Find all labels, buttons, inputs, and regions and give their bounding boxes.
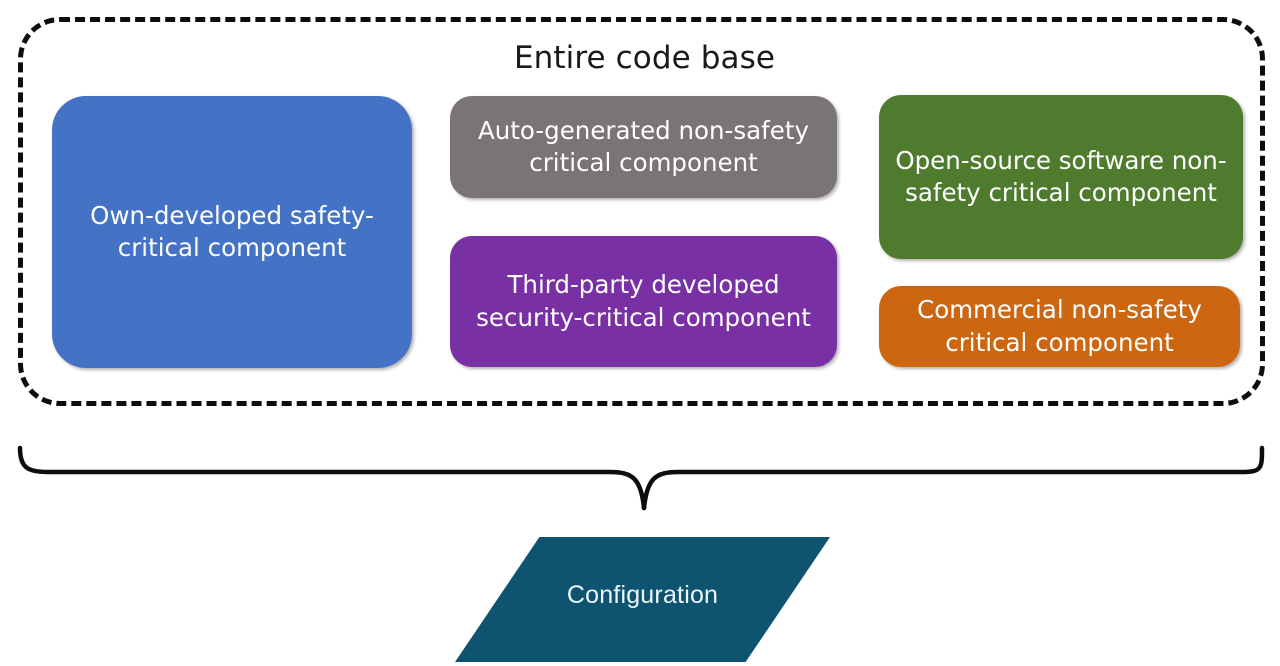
component-auto-generated-non-safety-critical[interactable]: Auto-generated non-safety critical compo… <box>450 96 837 198</box>
component-label: Open-source software non-safety critical… <box>895 145 1227 207</box>
configuration-label: Configuration <box>566 580 719 609</box>
component-label: Own-developed safety-critical component <box>90 200 374 262</box>
component-third-party-security-critical[interactable]: Third-party developed security-critical … <box>450 236 837 367</box>
component-own-developed-safety-critical[interactable]: Own-developed safety-critical component <box>52 96 412 368</box>
component-open-source-non-safety-critical[interactable]: Open-source software non-safety critical… <box>879 95 1243 259</box>
component-label: Auto-generated non-safety critical compo… <box>478 115 809 177</box>
configuration-node[interactable]: Configuration <box>455 530 830 662</box>
component-label: Third-party developed security-critical … <box>476 270 811 332</box>
curly-brace-icon <box>17 445 1265 511</box>
entire-code-base-group <box>18 17 1265 406</box>
curly-brace-connector <box>0 432 1280 528</box>
component-label: Commercial non-safety critical component <box>917 295 1202 357</box>
group-title: Entire code base <box>513 40 776 76</box>
component-commercial-non-safety-critical[interactable]: Commercial non-safety critical component <box>879 286 1240 367</box>
